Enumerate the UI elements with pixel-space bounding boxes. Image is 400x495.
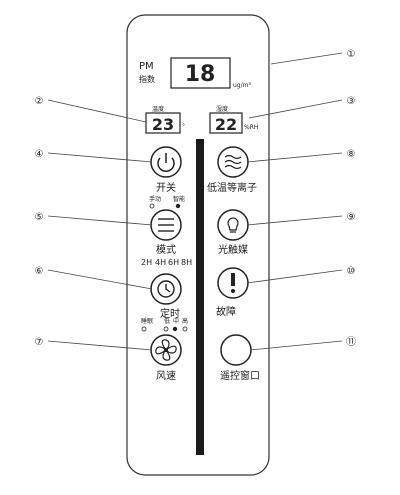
- leader-line-7: [47, 340, 153, 351]
- fan-speed-low-label: 低: [164, 317, 170, 325]
- remote-label: 遥控窗口: [220, 369, 260, 382]
- timer-option-4h: 4H: [155, 258, 166, 267]
- timer-option-8h: 8H: [181, 258, 192, 267]
- callout-5: ⑤: [35, 212, 44, 223]
- callout-3: ③: [347, 96, 356, 107]
- callout-11: ⑪: [346, 336, 356, 348]
- menu-icon: [158, 218, 174, 232]
- temperature-display: [145, 112, 181, 134]
- fault-button[interactable]: [217, 267, 249, 299]
- pm-value: 18: [185, 62, 216, 87]
- mode-indicator-smart-led: [175, 203, 181, 209]
- light-label: 光触媒: [218, 243, 248, 256]
- temperature-caption: 温度: [152, 105, 164, 113]
- leader-line-6: [47, 269, 153, 290]
- center-divider: [196, 139, 204, 455]
- right-leader-lines: [246, 52, 343, 351]
- clock-icon: [157, 280, 175, 298]
- temperature-value: 23: [152, 115, 174, 134]
- left-leader-lines: [47, 99, 153, 351]
- fan-speed-mid-label: 中: [173, 317, 179, 325]
- timer-option-6h: 6H: [168, 258, 179, 267]
- fan-icon: [155, 339, 177, 361]
- callout-4: ④: [35, 149, 44, 160]
- power-button[interactable]: [150, 146, 182, 178]
- fan-speed-sleep-label: 睡眠: [141, 317, 153, 325]
- leader-line-11: [249, 340, 343, 351]
- fan-speed-low-led: [163, 326, 169, 332]
- exclamation-icon: [231, 273, 235, 293]
- mode-indicator-smart-label: 智能: [173, 195, 185, 203]
- leader-line-2: [47, 99, 147, 123]
- leader-line-10: [246, 269, 343, 284]
- humidity-display: [209, 112, 243, 134]
- fault-label: 故障: [216, 305, 236, 318]
- fan-button[interactable]: [150, 334, 182, 366]
- leader-line-8: [246, 152, 343, 163]
- fan-speed-mid-led: [172, 326, 178, 332]
- humidity-value: 22: [215, 115, 237, 134]
- fan-speed-sleep-led: [141, 326, 147, 332]
- callout-8: ⑧: [347, 149, 356, 160]
- mode-label: 模式: [156, 243, 176, 256]
- ion-label: 低温等离子: [207, 181, 257, 194]
- humidity-caption: 湿度: [216, 105, 228, 113]
- callout-6: ⑥: [35, 266, 44, 277]
- leader-line-1: [270, 52, 343, 65]
- callout-9: ⑨: [347, 212, 356, 223]
- callouts: ② ④ ⑤ ⑥ ⑦ ① ③ ⑧ ⑨ ⑩ ⑪: [35, 49, 356, 348]
- pm-display: [170, 57, 231, 89]
- callout-1: ①: [347, 49, 356, 60]
- fan-speed-high-label: 高: [182, 317, 188, 325]
- remote-window: [220, 334, 252, 366]
- power-icon: [157, 153, 175, 173]
- power-label: 开关: [156, 181, 176, 194]
- waves-icon: [224, 154, 242, 170]
- leader-line-9: [246, 215, 343, 226]
- mode-button[interactable]: [150, 209, 182, 241]
- leader-line-4: [47, 152, 153, 163]
- leader-line-5: [47, 215, 153, 226]
- callout-7: ⑦: [35, 337, 44, 348]
- pm-subtitle: 指数: [139, 74, 155, 84]
- timer-button[interactable]: [150, 273, 182, 305]
- fan-label: 风速: [156, 370, 176, 382]
- mode-indicator-manual-led: [149, 203, 155, 209]
- temperature-unit: °: [182, 123, 185, 130]
- callout-2: ②: [35, 96, 44, 107]
- pm-unit: ug/m³: [233, 82, 251, 89]
- leader-line-3: [248, 99, 343, 119]
- timer-option-2h: 2H: [141, 258, 152, 267]
- light-button[interactable]: [217, 209, 249, 241]
- mode-indicator-manual-label: 手动: [149, 195, 161, 203]
- ion-button[interactable]: [217, 146, 249, 178]
- humidity-unit: %RH: [244, 124, 258, 131]
- timer-label: 定时: [160, 307, 180, 320]
- panel-outline: [126, 14, 270, 476]
- pm-title: PM: [139, 61, 154, 72]
- callout-10: ⑩: [347, 266, 356, 277]
- fan-speed-high-led: [182, 326, 188, 332]
- bulb-icon: [227, 217, 239, 233]
